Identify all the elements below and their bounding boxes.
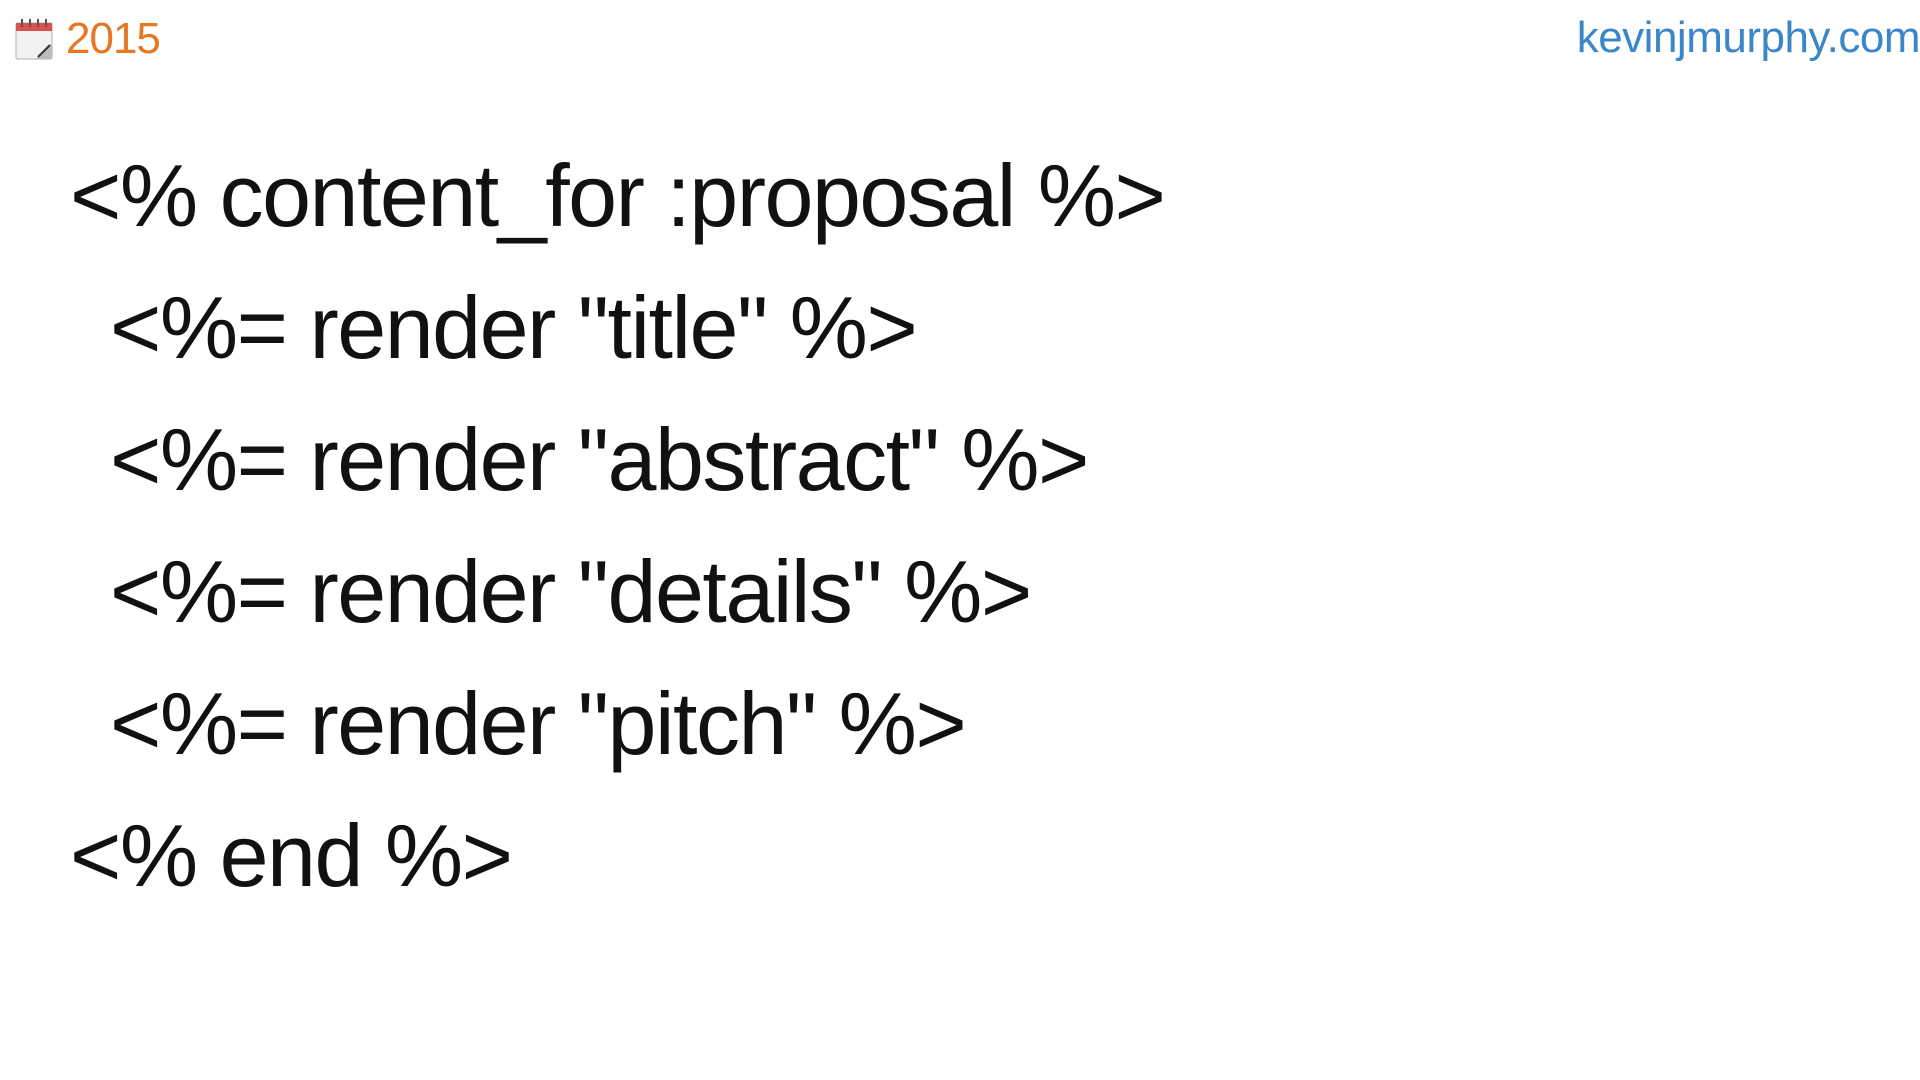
code-block: <% content_for :proposal %> <%= render "…	[70, 130, 1570, 922]
code-line-4: <%= render "details" %>	[110, 542, 1032, 641]
code-line-2: <%= render "title" %>	[110, 278, 918, 377]
code-line-3: <%= render "abstract" %>	[110, 410, 1089, 509]
site-url[interactable]: kevinjmurphy.com	[1576, 13, 1920, 62]
code-line-6: <% end %>	[70, 806, 513, 905]
calendar-icon	[15, 19, 53, 60]
header-year-group: 2015	[14, 14, 161, 64]
code-line-1: <% content_for :proposal %>	[70, 146, 1166, 245]
code-line-5: <%= render "pitch" %>	[110, 674, 967, 773]
year-label: 2015	[66, 14, 161, 63]
